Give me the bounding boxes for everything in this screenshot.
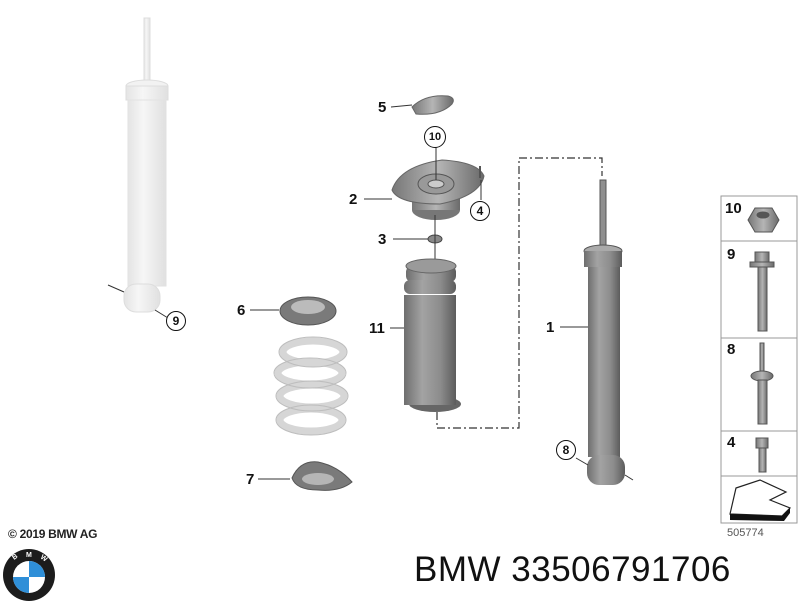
part-6-spring-seat xyxy=(250,296,337,326)
part-1-shock-absorber xyxy=(560,179,634,485)
svg-text:B: B xyxy=(11,553,19,562)
assembly-bracket-line xyxy=(436,157,603,429)
fastener-label-8: 8 xyxy=(727,341,736,358)
part-2-strut-mount xyxy=(364,146,485,220)
coil-spring xyxy=(274,337,348,435)
part-11-bump-stop xyxy=(390,258,461,412)
fastener-label-9: 9 xyxy=(727,246,736,263)
svg-text:W: W xyxy=(39,554,49,564)
circled-ref-4: 4 xyxy=(470,201,490,221)
callout-11: 11 xyxy=(369,320,385,337)
circled-ref-9: 9 xyxy=(166,311,186,331)
callout-1: 1 xyxy=(546,319,555,336)
callout-6: 6 xyxy=(237,302,246,319)
bmw-logo: B M W xyxy=(3,549,55,601)
callout-7: 7 xyxy=(246,471,255,488)
arrow-icon xyxy=(729,479,792,517)
copyright-text: © 2019 BMW AG xyxy=(8,527,98,541)
diagram-number: 505774 xyxy=(727,527,764,539)
callout-5: 5 xyxy=(378,99,387,116)
circled-ref-10: 10 xyxy=(424,126,446,148)
part-7-lower-spring-seat xyxy=(258,461,353,491)
fastener-label-4: 4 xyxy=(727,434,736,451)
circled-ref-8: 8 xyxy=(556,440,576,460)
svg-text:M: M xyxy=(26,552,32,559)
ghost-shock-absorber xyxy=(107,17,169,319)
part-5-cover xyxy=(411,95,454,115)
part-number: BMW 33506791706 xyxy=(414,550,731,589)
callout-3: 3 xyxy=(378,231,387,248)
callout-2: 2 xyxy=(349,191,358,208)
fastener-label-10: 10 xyxy=(725,200,742,217)
